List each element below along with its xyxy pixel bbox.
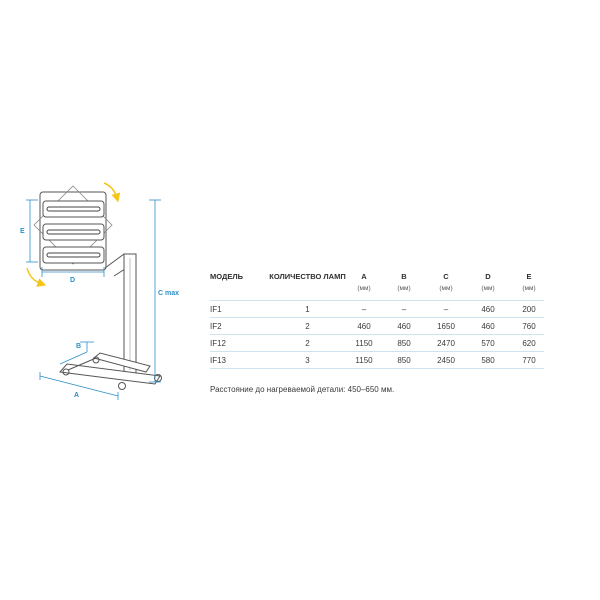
- cell-d: 460: [462, 300, 514, 318]
- cell-d: 570: [462, 334, 514, 352]
- distance-note: Расстояние до нагреваемой детали: 450–65…: [210, 385, 395, 394]
- cell-model: IF13: [210, 351, 265, 369]
- dimension-label-b: B: [76, 343, 81, 350]
- cell-lamps: 3: [265, 351, 350, 369]
- cell-a: 460: [350, 317, 378, 335]
- dimension-label-d: D: [70, 277, 75, 284]
- cell-model: IF12: [210, 334, 265, 352]
- cell-b: –: [378, 300, 430, 318]
- lamp-tubes: [42, 200, 105, 264]
- cell-a: –: [350, 300, 378, 318]
- cell-lamps: 2: [265, 334, 350, 352]
- dimension-lines: [26, 199, 161, 400]
- cell-lamps: 2: [265, 317, 350, 335]
- table-row: IF13 3 1150 850 2450 580 770: [210, 351, 544, 369]
- dimension-label-c: C max: [158, 290, 179, 297]
- column-header-e: E(мм): [522, 272, 536, 292]
- table-row: IF1 1 – – – 460 200: [210, 300, 544, 318]
- cell-d: 460: [462, 317, 514, 335]
- table-row: IF12 2 1150 850 2470 570 620: [210, 334, 544, 352]
- cell-a: 1150: [350, 334, 378, 352]
- cell-c: 2450: [430, 351, 462, 369]
- cell-e: 620: [514, 334, 544, 352]
- cell-b: 460: [378, 317, 430, 335]
- cell-e: 200: [514, 300, 544, 318]
- cell-a: 1150: [350, 351, 378, 369]
- table-row: IF2 2 460 460 1650 460 760: [210, 317, 544, 335]
- cell-lamps: 1: [265, 300, 350, 318]
- cell-e: 770: [514, 351, 544, 369]
- cell-model: IF1: [210, 300, 265, 318]
- stand-base: [59, 352, 162, 390]
- rotation-arrows: [26, 182, 121, 287]
- column-header-lamps: КОЛИЧЕСТВО ЛАМП: [269, 272, 346, 281]
- cell-e: 760: [514, 317, 544, 335]
- column-header-a: A(мм): [357, 272, 371, 292]
- dimension-label-e: E: [20, 228, 25, 235]
- dimension-label-a: A: [74, 392, 79, 399]
- column-header-d: D(мм): [481, 272, 495, 292]
- cell-c: 2470: [430, 334, 462, 352]
- cell-model: IF2: [210, 317, 265, 335]
- cell-b: 850: [378, 334, 430, 352]
- table-header-row: МОДЕЛЬ КОЛИЧЕСТВО ЛАМП A(мм) B(мм) C(мм)…: [210, 272, 544, 301]
- column-header-model: МОДЕЛЬ: [210, 272, 243, 281]
- cell-d: 580: [462, 351, 514, 369]
- cell-b: 850: [378, 351, 430, 369]
- column-header-c: C(мм): [439, 272, 453, 292]
- cell-c: 1650: [430, 317, 462, 335]
- specification-table: МОДЕЛЬ КОЛИЧЕСТВО ЛАМП A(мм) B(мм) C(мм)…: [210, 272, 544, 369]
- column-header-b: B(мм): [397, 272, 411, 292]
- cell-c: –: [430, 300, 462, 318]
